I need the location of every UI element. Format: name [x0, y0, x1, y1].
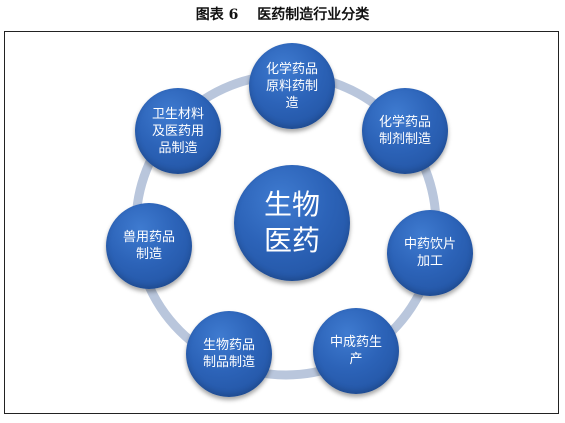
node-label: 生物药品 制品制造	[202, 338, 255, 370]
figure-title: 图表 6 医药制造行业分类	[195, 7, 370, 23]
center-node-biomedicine: 生物 医药	[234, 165, 350, 281]
node-biological-products-manufacturing: 生物药品 制品制造	[186, 311, 272, 397]
node-chemical-preparation-manufacturing: 化学药品 制剂制造	[362, 88, 448, 174]
node-tcm-pieces-processing: 中药饮片 加工	[387, 210, 473, 296]
node-label: 中成药生 产	[329, 335, 382, 367]
node-hygiene-materials-manufacturing: 卫生材料 及医药用 品制造	[135, 88, 221, 174]
node-label: 兽用药品 制造	[122, 230, 175, 262]
node-proprietary-tcm-production: 中成药生 产	[313, 308, 399, 394]
node-chemical-api-manufacturing: 化学药品 原料药制 造	[249, 43, 335, 129]
node-label: 化学药品 原料药制 造	[265, 61, 318, 111]
node-label: 卫生材料 及医药用 品制造	[151, 106, 204, 156]
node-label: 化学药品 制剂制造	[378, 115, 431, 147]
node-veterinary-drug-manufacturing: 兽用药品 制造	[106, 203, 192, 289]
center-node-label: 生物 医药	[263, 188, 320, 257]
node-label: 中药饮片 加工	[403, 237, 456, 269]
